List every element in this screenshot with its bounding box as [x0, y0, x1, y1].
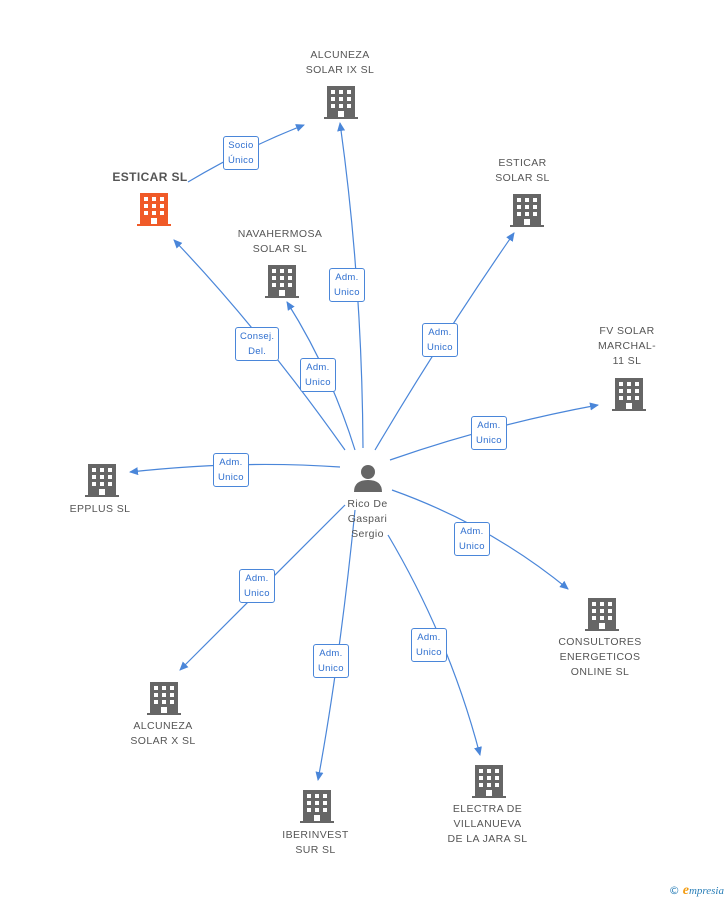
node-label-electra[interactable]: ELECTRA DE VILLANUEVA DE LA JARA SL — [447, 803, 528, 845]
edge-label-esticar-to-alcuneza-ix: Socio Único — [223, 136, 259, 170]
edge-label-center-to-electra: Adm. Unico — [411, 628, 447, 662]
edge-label-center-to-consultores: Adm. Unico — [454, 522, 490, 556]
building-icon[interactable] — [85, 464, 119, 497]
building-icon[interactable] — [265, 265, 299, 298]
node-label-alcuneza-x[interactable]: ALCUNEZA SOLAR X SL — [130, 720, 196, 747]
edge-label-center-to-iberinvest: Adm. Unico — [313, 644, 349, 678]
edge-label-center-to-alcuneza-x: Adm. Unico — [239, 569, 275, 603]
node-label-iberinvest[interactable]: IBERINVEST SUR SL — [282, 829, 349, 856]
node-label-alcuneza-ix[interactable]: ALCUNEZA SOLAR IX SL — [305, 49, 375, 76]
building-icon[interactable] — [510, 194, 544, 227]
building-icon[interactable] — [612, 378, 646, 411]
person-icon[interactable] — [354, 465, 382, 492]
node-label-esticar-solar[interactable]: ESTICAR SOLAR SL — [495, 157, 550, 184]
center-person-label[interactable]: Rico De Gaspari Sergio — [347, 498, 388, 540]
edge-label-center-to-alcuneza-ix: Adm. Unico — [329, 268, 365, 302]
edge-label-center-to-fv-solar: Adm. Unico — [471, 416, 507, 450]
empresia-logo: ©empresia — [669, 883, 724, 899]
node-label-consultores[interactable]: CONSULTORES ENERGETICOS ONLINE SL — [558, 636, 642, 678]
copyright-symbol: © — [668, 884, 680, 897]
node-label-fv-solar[interactable]: FV SOLAR MARCHAL- 11 SL — [597, 325, 657, 367]
brand-name: mpresia — [688, 885, 724, 897]
node-label-navahermosa[interactable]: NAVAHERMOSA SOLAR SL — [237, 228, 323, 255]
edge-label-center-to-esticar-solar: Adm. Unico — [422, 323, 458, 357]
building-icon[interactable] — [472, 765, 506, 798]
building-icon[interactable] — [300, 790, 334, 823]
edge-label-center-to-epplus: Adm. Unico — [213, 453, 249, 487]
node-label-esticar-sl[interactable]: ESTICAR SL — [112, 170, 188, 184]
brand-initial: e — [682, 883, 689, 898]
edge-label-center-to-navahermosa: Adm. Unico — [300, 358, 336, 392]
building-icon[interactable] — [147, 682, 181, 715]
building-icon[interactable] — [137, 193, 171, 226]
building-icon[interactable] — [324, 86, 358, 119]
edge-label-center-to-esticar-sl: Consej. Del. — [235, 327, 280, 361]
building-icon[interactable] — [585, 598, 619, 631]
node-label-epplus[interactable]: EPPLUS SL — [69, 503, 131, 515]
